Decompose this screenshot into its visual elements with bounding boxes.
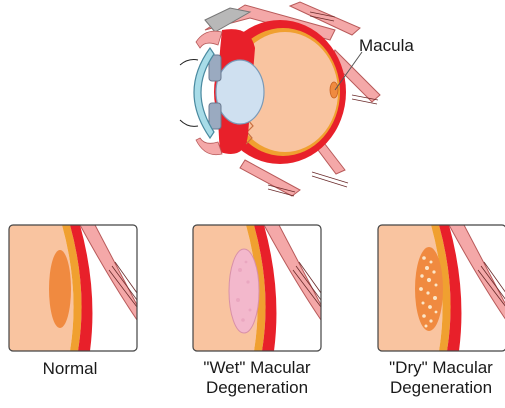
caption-dry-line-1: "Dry" Macular bbox=[366, 358, 505, 378]
caption-wet: "Wet" Macular Degeneration bbox=[182, 358, 332, 398]
upper-eyelid bbox=[196, 31, 222, 48]
caption-dry-line-2: Degeneration bbox=[366, 378, 505, 398]
caption-wet-line-2: Degeneration bbox=[182, 378, 332, 398]
eyelash-top bbox=[180, 60, 198, 65]
macula-normal bbox=[49, 250, 71, 328]
lower-eyelid bbox=[196, 138, 222, 155]
macula-label: Macula bbox=[359, 36, 414, 56]
panel-normal bbox=[9, 225, 137, 351]
macula-spot bbox=[330, 82, 338, 98]
panel-dry bbox=[378, 225, 505, 351]
caption-normal: Normal bbox=[0, 359, 145, 379]
panel-wet bbox=[193, 225, 321, 351]
eye-cross-section bbox=[180, 2, 380, 196]
caption-normal-line-1: Normal bbox=[0, 359, 145, 379]
eyelash-bottom bbox=[180, 120, 198, 126]
iris-lower bbox=[209, 103, 221, 129]
lens bbox=[216, 60, 264, 124]
caption-wet-line-1: "Wet" Macular bbox=[182, 358, 332, 378]
caption-dry: "Dry" Macular Degeneration bbox=[366, 358, 505, 398]
